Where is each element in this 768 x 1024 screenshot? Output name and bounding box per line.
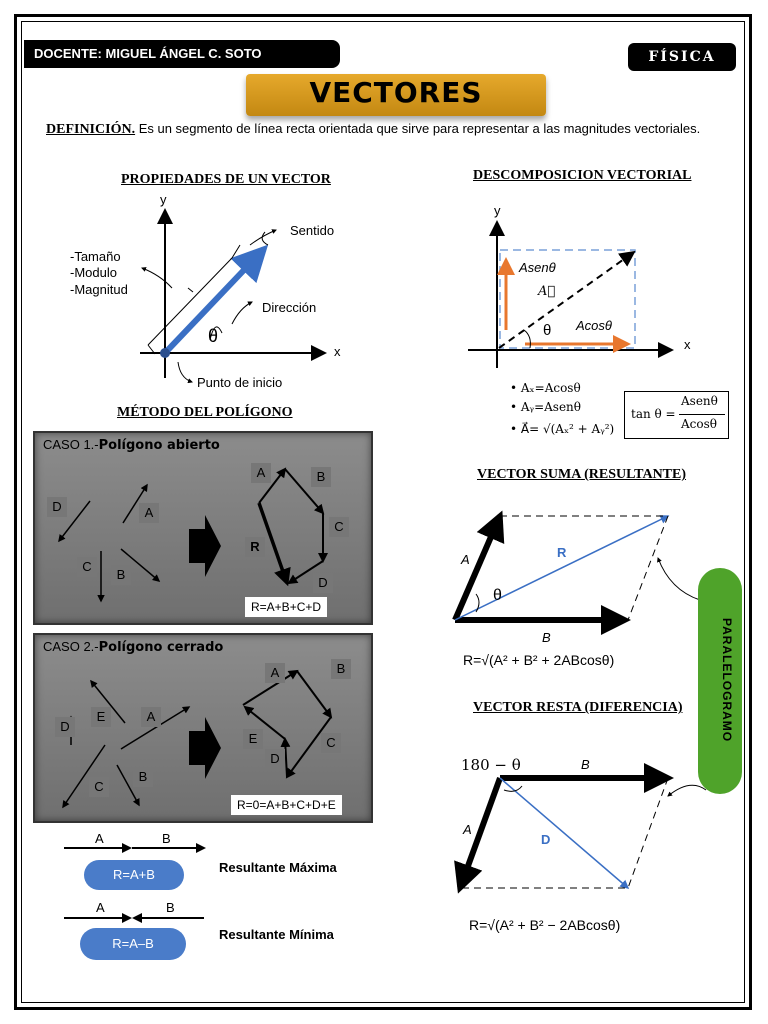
diff-a-label: A [463,822,472,837]
prop-y-label: y [160,192,167,207]
prop-direccion: Dirección [262,300,317,315]
dec-mag-formula: • A⃗= √(Aₓ² + Aᵧ²) [510,422,615,436]
case2-panel: CASO 2.-Polígono cerrado D E A C B A B C… [33,633,373,823]
case1-vectors [58,467,328,603]
dec-x-label: x [684,337,691,352]
vector-difference-diagram [454,763,707,894]
max-a-label: A [95,831,104,846]
tan-formula-box: tan θ = Asenθ Acosθ [624,391,729,439]
dec-ay-formula: • Aᵧ=Asenθ [510,400,582,414]
subject-badge: FÍSICA [628,43,736,71]
diff-angle: 180 − θ [461,756,521,774]
prop-punto-inicio: Punto de inicio [197,375,283,390]
case2-label-e: E [91,707,111,727]
case2-title: CASO 2.-Polígono cerrado [43,639,223,655]
diff-d-label: D [541,832,551,847]
case1-poly-label-r: R [245,537,265,557]
sum-heading: VECTOR SUMA (RESULTANTE) [477,467,686,483]
teacher-banner: DOCENTE: MIGUEL ÁNGEL C. SOTO [24,40,340,68]
sum-r-label: R [557,545,567,560]
tan-denominator: Acosθ [681,417,717,431]
prop-magnitud: -Magnitud [70,282,128,297]
case1-poly-label-c: C [329,517,349,537]
decomposition-heading: DESCOMPOSICION VECTORIAL [473,168,692,183]
sum-b-label: B [542,630,551,645]
diff-heading-main: VECTOR RESTA [473,700,582,715]
prop-modulo: -Modulo [70,265,117,280]
diff-heading: VECTOR RESTA (DIFERENCIA) [473,700,683,716]
vector-sum-diagram [452,510,701,635]
case2-label-b: B [133,767,153,787]
prop-x-label: x [334,344,341,359]
case1-label-b: B [111,565,131,585]
case2-poly-label-d: D [265,749,285,769]
case2-name: Polígono cerrado [98,640,224,655]
case1-poly-label-b: B [311,467,331,487]
diff-formula: R=√(A² + B² − 2ABcosθ) [469,917,621,933]
case2-poly-label-b: B [331,659,351,679]
case1-name: Polígono abierto [98,438,220,453]
page-title: VECTORES [246,74,546,116]
sum-theta: θ [493,587,502,604]
case1-result: R=A+B+C+D [245,597,328,617]
case2-vectors [62,669,333,809]
min-formula-cloud: R=A–B [80,928,186,960]
prop-tamano: -Tamaño [70,249,121,264]
case2-poly-label-a: A [265,663,285,683]
definition-text: Es un segmento de línea recta orientada … [138,121,701,136]
diff-heading-suffix: (DIFERENCIA) [584,700,683,715]
polygon-heading: MÉTODO DEL POLÍGONO [117,405,293,420]
case1-prefix: CASO 1.- [43,437,99,452]
prop-theta: θ [208,326,219,346]
min-b-label: B [166,900,175,915]
parallelogram-label: PARALELOGRAMO [720,617,734,743]
case1-label-d: D [47,497,67,517]
definition-label: DEFINICIÓN. [46,122,136,137]
page-frame-inner [21,21,745,1003]
sum-heading-main: VECTOR SUMA [477,467,581,482]
case2-label-a: A [141,707,161,727]
properties-diagram [140,208,327,384]
case1-title: CASO 1.-Polígono abierto [43,437,220,453]
case1-panel: CASO 1.-Polígono abierto D A C B A B C R… [33,431,373,625]
max-formula-cloud: R=A+B [84,860,184,890]
case2-label-d: D [55,717,75,737]
case1-label-a: A [139,503,159,523]
tan-label: tan θ = [631,407,676,421]
case2-result: R=0=A+B+C+D+E [231,795,342,815]
case2-label-c: C [89,777,109,797]
dec-a-vector: A⃗ [538,284,556,299]
definition: DEFINICIÓN. Es un segmento de línea rect… [46,121,700,138]
max-label: Resultante Máxima [219,860,337,875]
diff-b-label: B [581,757,590,772]
min-label: Resultante Mínima [219,927,334,942]
case1-poly-label-d: D [313,573,333,593]
page-frame-outer [14,14,752,1010]
sum-a-label: A [461,552,470,567]
case2-prefix: CASO 2.- [43,639,99,654]
properties-heading: PROPIEDADES DE UN VECTOR [121,172,331,187]
case2-poly-label-e: E [243,729,263,749]
case1-poly-label-a: A [251,463,271,483]
dec-acos: Acosθ [576,318,612,333]
min-a-label: A [96,900,105,915]
dec-asen: Asenθ [519,260,556,275]
parallelogram-cloud [698,568,742,794]
dec-theta: θ [543,322,552,339]
tan-fraction-line [679,414,725,415]
sum-heading-suffix: (RESULTANTE) [584,467,687,482]
max-b-label: B [162,831,171,846]
dec-y-label: y [494,203,501,218]
case2-poly-label-c: C [321,733,341,753]
prop-sentido: Sentido [290,223,335,238]
tan-numerator: Asenθ [681,394,718,408]
case1-label-c: C [77,557,97,577]
resultant-arrows [64,843,206,923]
dec-ax-formula: • Aₓ=Acosθ [510,381,581,395]
sum-formula: R=√(A² + B² + 2ABcosθ) [463,652,615,668]
decomposition-diagram [468,220,674,368]
